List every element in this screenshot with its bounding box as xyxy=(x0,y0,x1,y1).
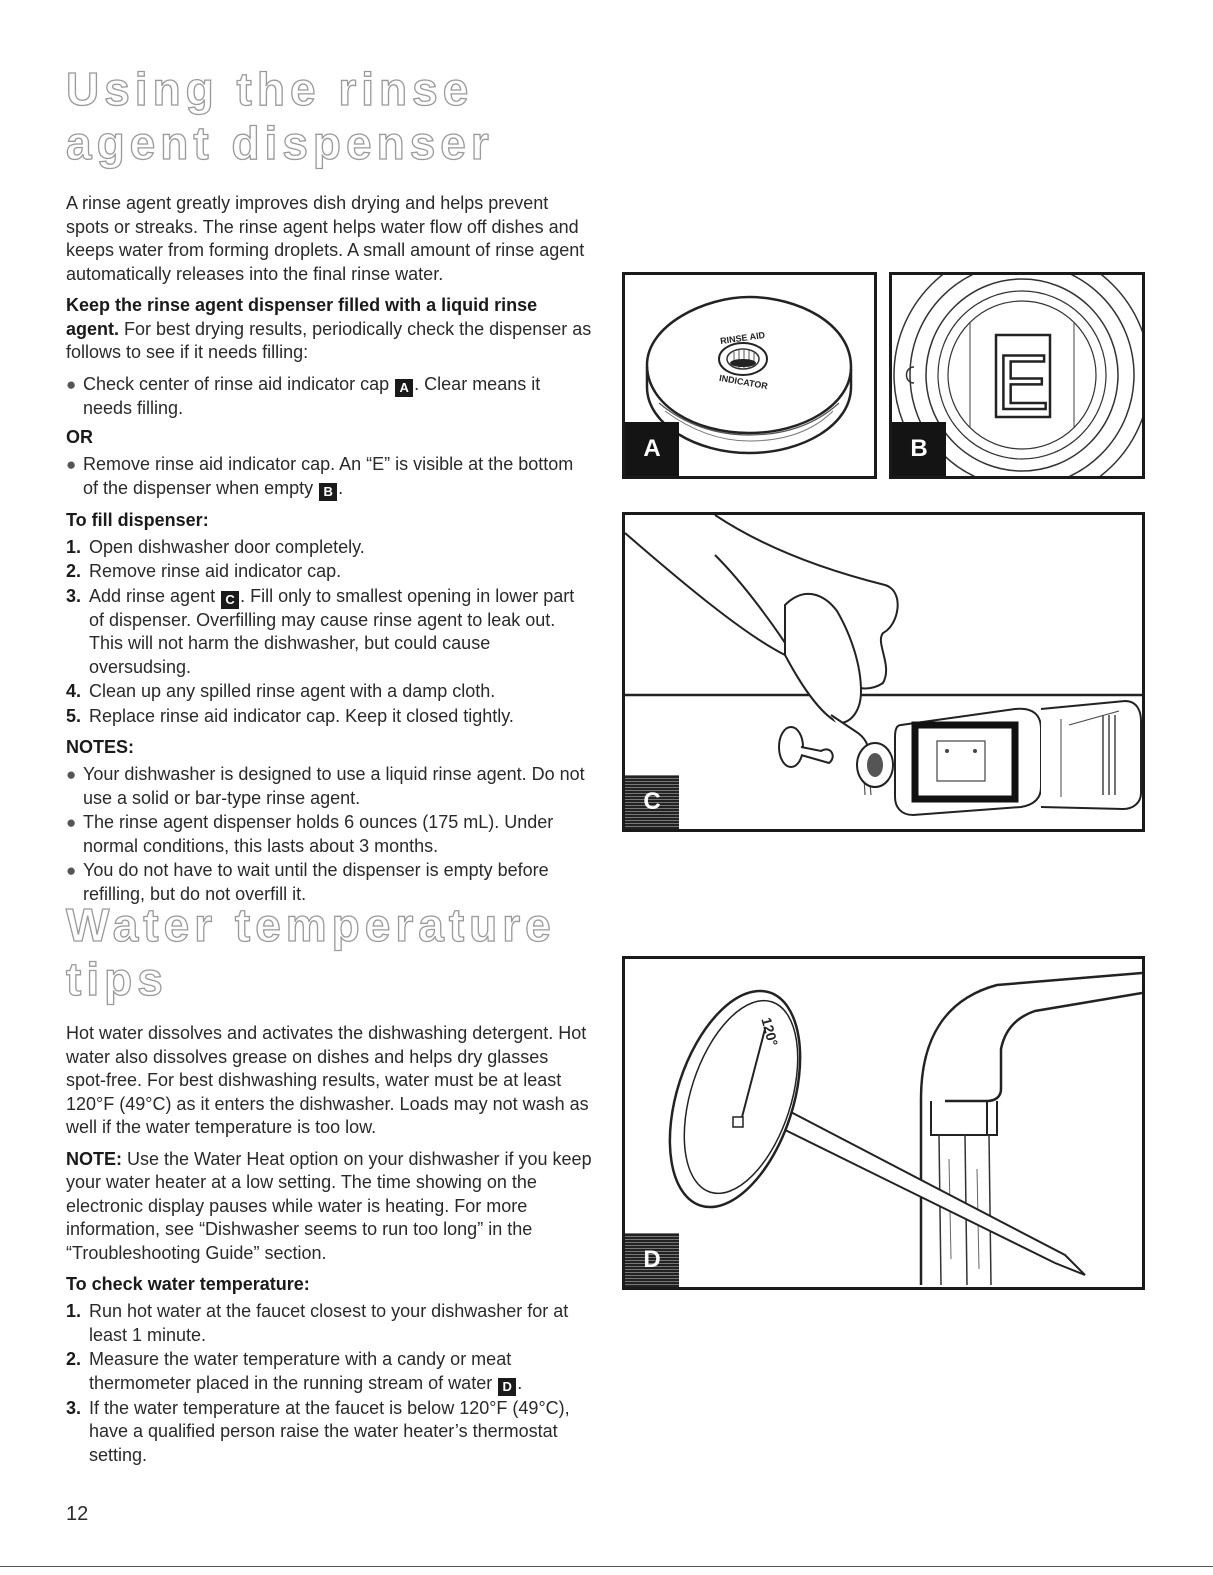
step-text: Replace rinse aid indicator cap. Keep it… xyxy=(89,705,514,726)
bullet-check-post: . Clear means it needs filling. xyxy=(83,373,541,418)
note-text: You do not have to wait until the dispen… xyxy=(83,860,549,904)
figure-label-d: D xyxy=(625,1233,679,1287)
figure-label-a: A xyxy=(625,422,679,476)
fill-step: 4. Clean up any spilled rinse agent with … xyxy=(66,680,592,704)
fill-step: 5. Replace rinse aid indicator cap. Keep … xyxy=(66,705,592,729)
bottom-rule xyxy=(0,1566,1213,1567)
bullet-check-pre: Check center of rinse aid indicator cap xyxy=(83,373,395,394)
bullet-check-center: ● Check center of rinse aid indicator cap… xyxy=(66,373,592,421)
bullet-dot: ● xyxy=(66,765,77,784)
bullet-dot: ● xyxy=(66,374,77,394)
note-text: Your dishwasher is designed to use a liq… xyxy=(83,764,585,808)
figure-d-water-thermometer: 120° D xyxy=(622,956,1145,1290)
note-text: The rinse agent dispenser holds 6 ounces… xyxy=(83,812,554,856)
check-step: 3. If the water temperature at the faucet… xyxy=(66,1397,592,1468)
thermometer-illustration: 120° xyxy=(668,971,1142,1286)
step-number: 2. xyxy=(66,561,82,581)
bullet-dot: ● xyxy=(66,861,77,880)
figure-label-b: B xyxy=(892,422,946,476)
fill-dispenser-heading: To fill dispenser: xyxy=(66,509,209,530)
dispenser-e-illustration: E xyxy=(893,275,1142,476)
figure-a-indicator-cap: RINSE AID INDICATOR A xyxy=(622,272,877,479)
note-item: ● The rinse agent dispenser holds 6 ounce… xyxy=(66,811,592,858)
page-number: 12 xyxy=(66,1503,89,1525)
check-bullets: ● Check center of rinse aid indicator cap… xyxy=(66,373,592,421)
notes-heading: NOTES: xyxy=(66,737,135,757)
keep-filled-bold: Keep the rinse agent dispenser filled wi… xyxy=(66,295,538,339)
thermometer-dial-text: 120° xyxy=(758,1016,781,1048)
rinse-agent-section: Using the rinse agent dispenser A rinse … xyxy=(65,62,592,912)
step-number: 2. xyxy=(66,1349,82,1369)
figure-c-add-rinse-agent: C xyxy=(622,512,1145,832)
step-number: 1. xyxy=(66,1301,82,1321)
step-text: Clean up any spilled rinse agent with a … xyxy=(89,681,496,701)
fill-step: 2. Remove rinse aid indicator cap. xyxy=(66,560,592,584)
step-number: 3. xyxy=(66,1397,82,1418)
bullet-remove-post: . xyxy=(338,477,344,498)
water-heat-note: NOTE: Use the Water Heat option on your … xyxy=(66,1148,592,1266)
bullet-remove-pre: Remove rinse aid indicator cap. An “E” i… xyxy=(83,454,574,498)
step-text-pre: Add rinse agent xyxy=(89,585,221,606)
notes-list: ● Your dishwasher is designed to use a li… xyxy=(66,763,592,906)
fill-step: 3. Add rinse agent C. Fill only to smalle… xyxy=(66,585,592,680)
bullet-remove-cap: ● Remove rinse aid indicator cap. An “E” … xyxy=(66,453,592,501)
badge-a: A xyxy=(395,378,414,397)
note-bold: NOTE: xyxy=(66,1148,122,1169)
indicator-cap-illustration: RINSE AID INDICATOR xyxy=(645,295,853,455)
empty-letter: E xyxy=(997,338,1049,426)
water-intro-paragraph: Hot water dissolves and activates the di… xyxy=(66,1023,589,1137)
note-item: ● You do not have to wait until the dispe… xyxy=(66,859,592,906)
step-number: 1. xyxy=(66,536,82,557)
step-number: 3. xyxy=(66,585,82,606)
pouring-illustration xyxy=(625,515,1142,817)
check-temperature-heading: To check water temperature: xyxy=(66,1274,310,1294)
step-number: 5. xyxy=(66,705,82,726)
note-item: ● Your dishwasher is designed to use a li… xyxy=(66,763,592,810)
badge-c: C xyxy=(221,590,240,609)
figure-b-empty-indicator: E B xyxy=(889,272,1145,479)
water-temperature-section: Water temperature tips Hot water dissolv… xyxy=(65,898,592,1473)
check-step: 2. Measure the water temperature with a c… xyxy=(66,1348,592,1396)
keep-filled-rest: For best drying results, periodically ch… xyxy=(66,318,592,363)
note-rest: Use the Water Heat option on your dishwa… xyxy=(66,1148,592,1263)
figure-label-c: C xyxy=(625,775,679,829)
step-text-pre: Measure the water temperature with a can… xyxy=(89,1349,512,1393)
step-text-post: . Fill only to smallest opening in lower… xyxy=(89,585,575,677)
check-steps-list: 1. Run hot water at the faucet closest to… xyxy=(66,1300,592,1467)
step-text: Open dishwasher door completely. xyxy=(89,536,365,557)
section-title-water-temperature: Water temperature tips xyxy=(65,898,556,1005)
step-text: If the water temperature at the faucet i… xyxy=(89,1397,570,1465)
step-text: Run hot water at the faucet closest to y… xyxy=(89,1301,569,1345)
remove-bullets: ● Remove rinse aid indicator cap. An “E” … xyxy=(66,453,592,501)
or-label: OR xyxy=(66,427,93,447)
section-title-rinse-agent: Using the rinse agent dispenser xyxy=(65,62,494,169)
rinse-intro-paragraph: A rinse agent greatly improves dish dryi… xyxy=(66,193,585,284)
fill-steps-list: 1. Open dishwasher door completely. 2. Rem… xyxy=(66,536,592,729)
keep-filled-paragraph: Keep the rinse agent dispenser filled wi… xyxy=(66,294,592,365)
bullet-dot: ● xyxy=(66,455,77,474)
fill-step: 1. Open dishwasher door completely. xyxy=(66,536,592,560)
step-text: Remove rinse aid indicator cap. xyxy=(89,561,342,581)
step-number: 4. xyxy=(66,681,82,701)
check-step: 1. Run hot water at the faucet closest to… xyxy=(66,1300,592,1347)
badge-d: D xyxy=(498,1377,517,1396)
bullet-dot: ● xyxy=(66,813,77,832)
badge-b: B xyxy=(319,482,338,501)
step-text-post: . xyxy=(517,1372,523,1393)
